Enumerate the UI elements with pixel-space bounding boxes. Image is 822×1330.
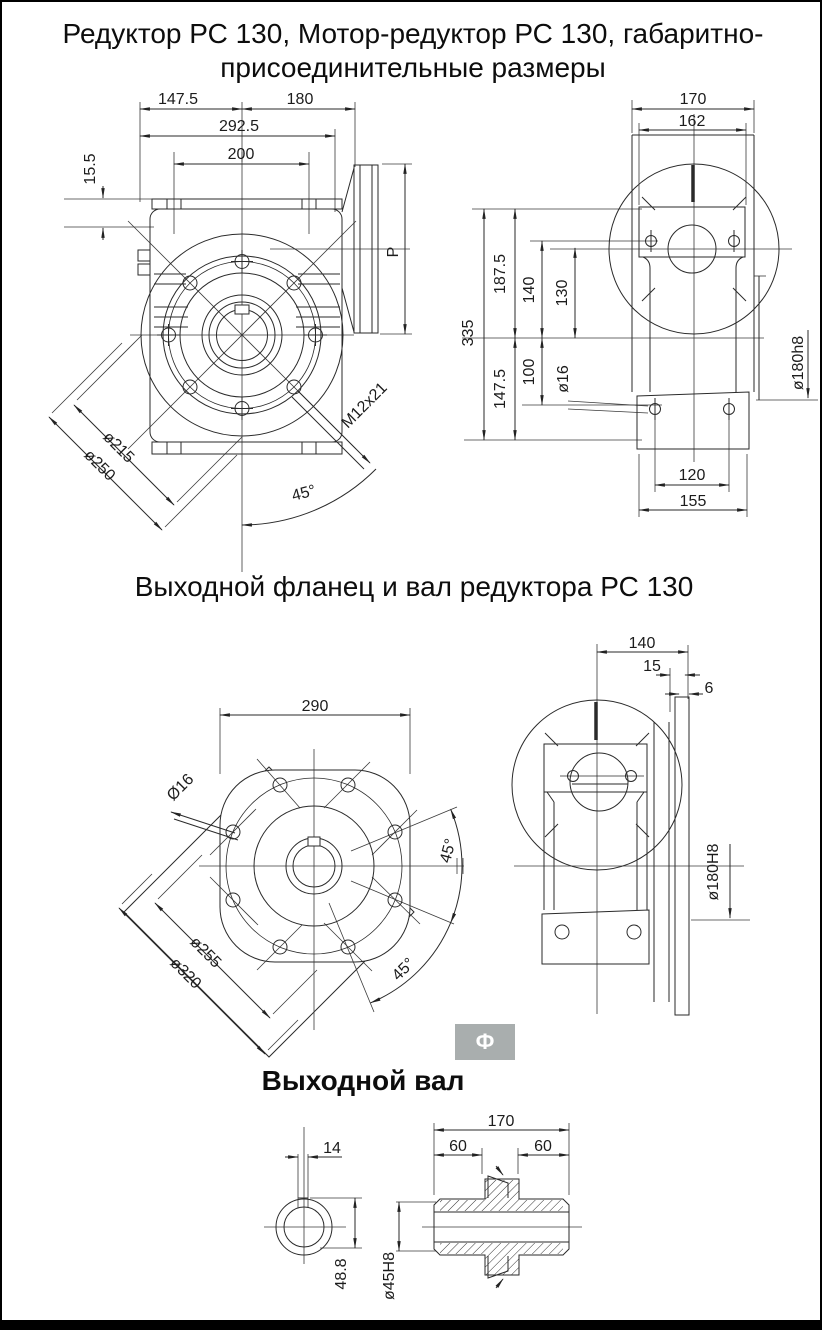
dim-shaft-keyway-width: 14 [323,1140,341,1157]
dim-flange-spigot-dia: ø180H8 [705,843,722,901]
dim-shaft-key-length-right: 60 [534,1138,552,1155]
output-shaft-section-view [396,1123,582,1289]
output-flange-front-view [118,708,464,1058]
dim-front-foot-thickness: 15.5 [82,153,99,185]
gearbox-side-view [462,100,818,517]
dim-flange-depth: 140 [628,635,656,652]
dim-shaft-length-total: 170 [487,1113,515,1130]
dim-front-foot-bolt-spacing: 200 [227,146,255,163]
page-title-line2: присоединительные размеры [220,52,606,83]
shaft-section-title: Выходной вал [261,1065,465,1096]
dim-flange-offset: 15 [643,658,661,675]
page-title-line1: Редуктор РС 130, Мотор-редуктор РС 130, … [62,18,764,49]
dim-shaft-key-length-left: 60 [449,1138,467,1155]
dim-front-width-right: 180 [286,91,314,108]
dim-shaft-bore-dia: ø45H8 [381,1251,398,1301]
dim-side-foot-bolt-spacing: 120 [678,467,706,484]
dim-flange-square-width: 290 [301,698,329,715]
gearbox-front-view [48,102,412,572]
dim-side-spigot-dia: ø180h8 [790,335,807,391]
dim-shaft-keyway-depth: 48.8 [333,1258,350,1290]
output-shaft-end-view [264,1127,362,1264]
dim-front-width-total: 292.5 [218,118,260,135]
dim-side-lower-hole-height: 100 [521,358,538,386]
dim-front-width-left: 147.5 [157,91,199,108]
dim-front-motor-flange-height: P [385,246,402,258]
dim-side-body-width: 170 [679,91,707,108]
dim-side-height-total: 335 [460,319,477,347]
dim-side-input-axis-height: 130 [554,279,571,307]
flange-section-title: Выходной фланец и вал редуктора РС 130 [134,571,694,602]
dim-side-height-lower: 147.5 [492,368,509,410]
dim-side-upper-hole-height: 140 [521,276,538,304]
output-flange-side-view [511,644,750,1016]
logo-letter: Ф [475,1029,495,1054]
bottom-bar [2,1320,820,1328]
dim-flange-thickness: 6 [704,680,714,697]
dim-side-hole-dia: ø16 [555,365,572,393]
dim-side-foot-width: 155 [679,493,707,510]
logo-badge: Ф [455,1024,515,1060]
dim-side-flange-width: 162 [678,113,706,130]
dim-side-height-upper: 187.5 [492,253,509,295]
